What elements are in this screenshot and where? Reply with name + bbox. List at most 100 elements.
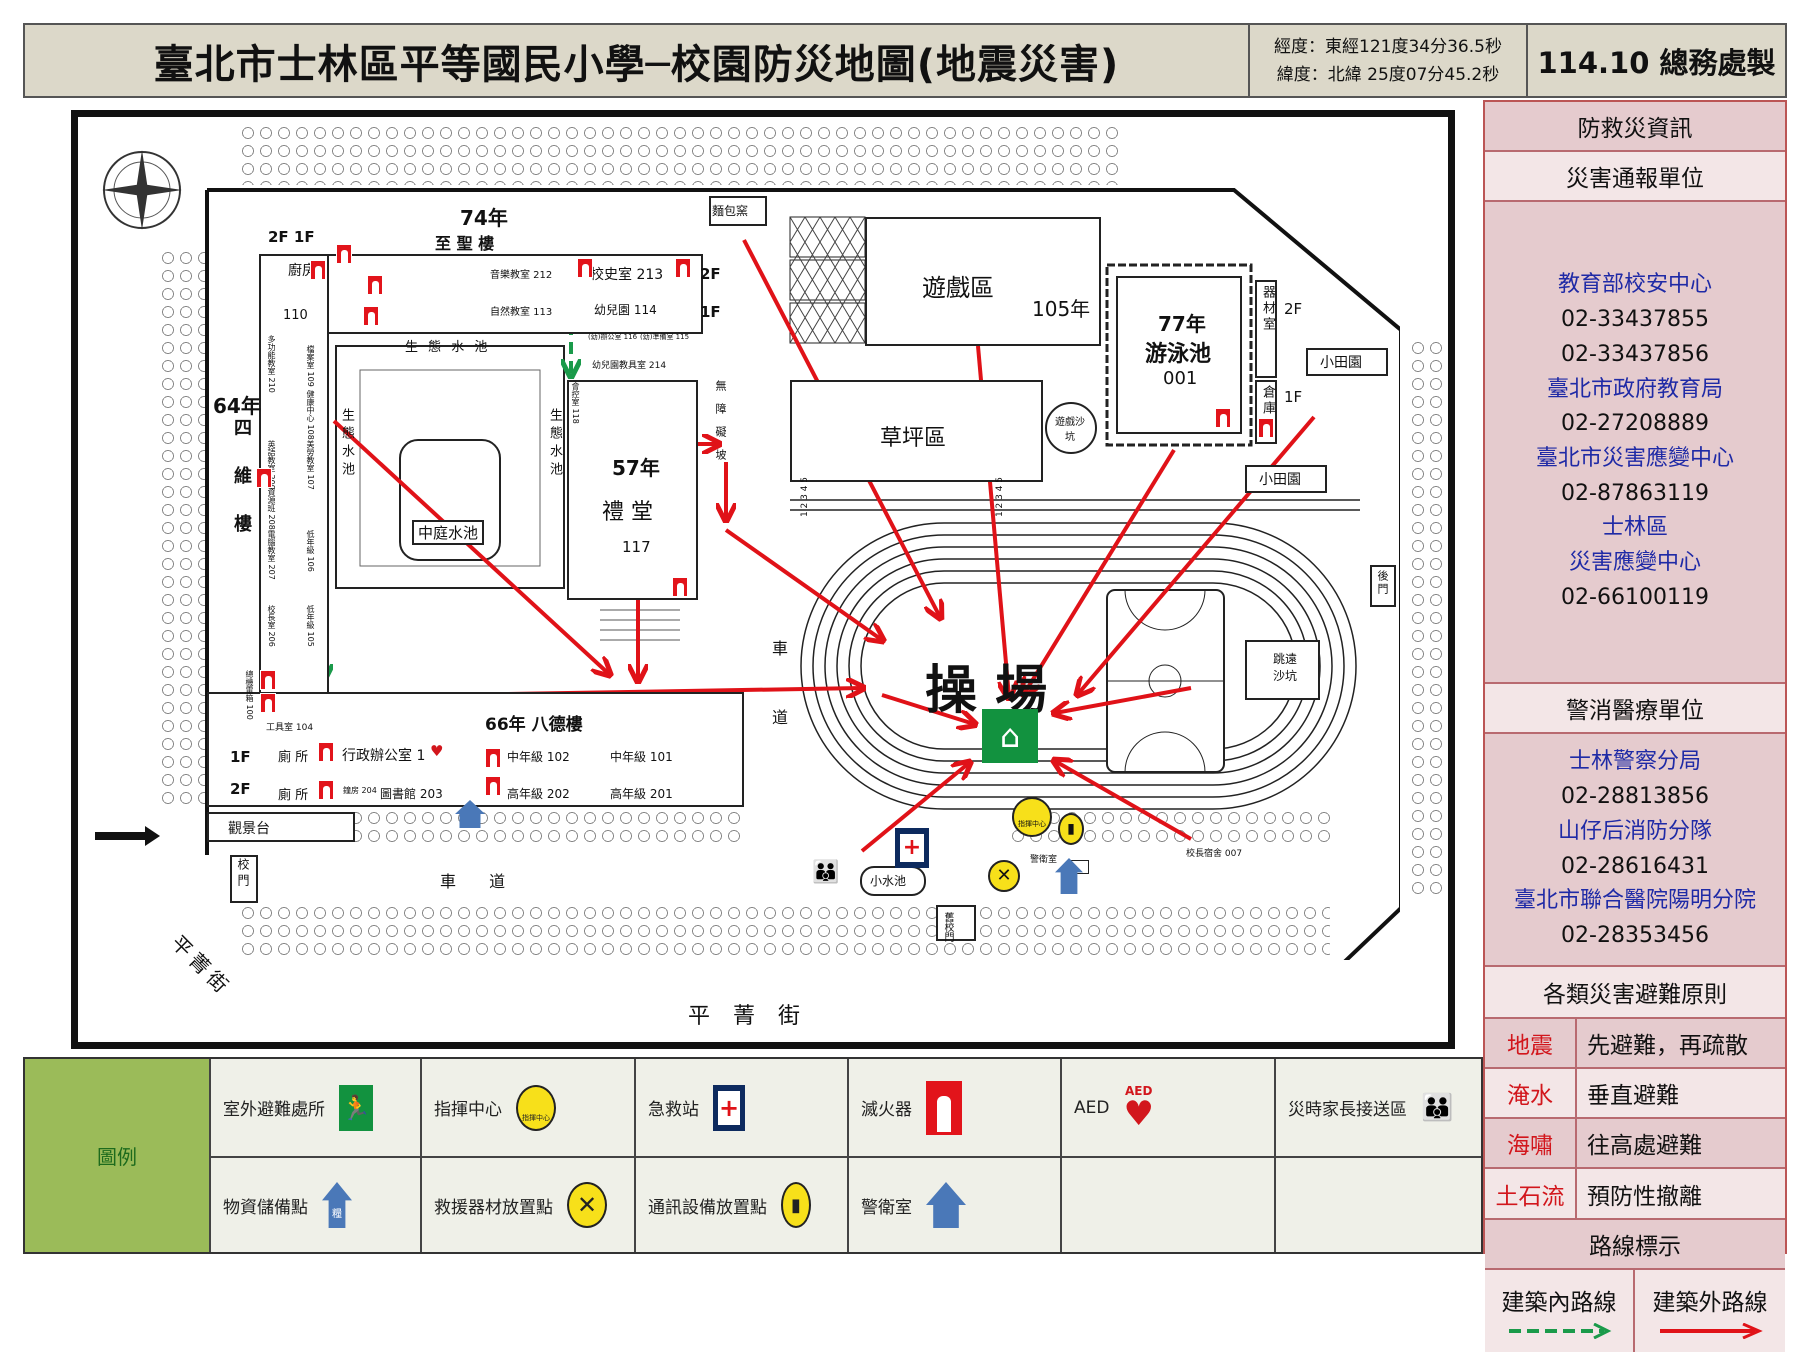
long-jump-pit [1245,640,1320,700]
siwei-year: 64年 [213,394,261,418]
evacuation-site-icon: ⌂ [982,709,1038,763]
eco-pond-top: 生 態 水 池 [405,340,491,355]
outside-routes [328,239,1316,853]
small-pond-label: 小水池 [870,874,907,888]
room-library: 圖書館 203 [380,787,443,801]
lawn-label: 草坪區 [880,426,947,451]
route-legend: 建築內路線 建築外路線 [1485,1270,1785,1352]
driveway-label: 車 道 [769,640,788,750]
small-pond [860,866,926,896]
phone: 02-33437855 [1561,307,1709,333]
floor-label: 2F 1F [268,228,315,246]
tree-line [330,810,740,842]
room-106: 低年級 106 [306,530,315,572]
room-108: 健康中心 108 [306,390,315,440]
garden-1 [1306,348,1388,376]
compass-icon [102,150,182,230]
emergency-title: 警消醫療單位 [1485,684,1785,734]
room-209: 英語教室 209 [267,440,276,490]
report-contacts: 教育部校安中心 02-33437855 02-33437856 臺北市政府教育局… [1485,202,1785,684]
legend-label: 室外避難處所 [223,1100,325,1120]
toilet-1f: 廁 所 [278,750,309,765]
room-music: 音樂教室 212 [490,270,553,281]
guard-room-icon [926,1182,966,1228]
phone: 02-28353456 [1561,922,1709,948]
disaster-type: 土石流 [1485,1169,1577,1218]
org-name: 災害應變中心 [1568,550,1701,576]
green-dashed-arrow-icon [1509,1323,1612,1339]
pool-year: 77年 [1158,312,1206,336]
equip-2f: 2F [1284,300,1303,318]
garden-label-2: 小田園 [1259,472,1301,488]
first-aid-icon: + [713,1084,745,1131]
room-116: (幼)辦公室 116 [588,333,638,341]
room-201: 高年級 201 [610,787,673,801]
long-jump-label: 跳遠沙坑 [1272,652,1297,683]
pool-label: 游泳池 [1145,342,1212,367]
radio-icon: ▮ [1058,813,1084,845]
made-by: 114.10 總務處製 [1526,23,1787,98]
legend-label: 指揮中心 [434,1100,502,1120]
lane-numbers: 1 2 3 4 5 [995,476,1006,518]
tree-line [240,125,1120,185]
garden-2 [1245,465,1327,493]
outside-route-legend: 建築外路線 [1635,1270,1785,1352]
rule-row: 地震 先避難，再疏散 [1485,1019,1785,1069]
net-area [789,216,866,344]
equipment-label: 器材室 [1260,285,1275,333]
garden-label-1: 小田園 [1320,355,1362,371]
tree-line [1410,340,1448,900]
eco-pond-left: 生態水池 [339,408,354,480]
room-105: 低年級 105 [306,605,315,647]
hall-year: 57年 [612,456,660,480]
icon-text: 指揮中心 [522,1113,550,1122]
report-title: 災害通報單位 [1485,152,1785,202]
play-area-year: 105年 [1032,297,1091,321]
courtyard-pond: 中庭水池 [412,520,485,545]
first-aid-icon: + [895,828,929,868]
back-gate [1370,565,1396,607]
org-name: 臺北市聯合醫院陽明分院 [1513,888,1756,914]
fire-extinguisher-icon [675,258,691,278]
legend-item: 急救站+ [634,1059,847,1156]
equip-1f: 1F [1284,388,1303,406]
tree-line [160,250,205,810]
toilet-2f: 廁 所 [278,788,309,803]
legend-item: 救援器材放置點✕ [420,1158,634,1252]
fire-extinguisher-icon [485,748,501,768]
fire-extinguisher-icon [577,258,593,278]
phone: 02-27208889 [1561,411,1709,437]
bakery-oven [709,196,767,226]
longitude: 經度：東經121度34分36.5秒 [1274,36,1502,57]
floor-2f-bade: 2F [230,780,251,798]
room-107: 美勞教室 107 [306,440,315,490]
zhisheng-label: 至 聖 樓 [435,234,495,253]
viewing-deck-label: 觀景台 [228,821,270,837]
building-hall [567,380,698,600]
title-text: 臺北市士林區平等國民小學─校園防災地圖(地震災害) [153,41,1120,88]
street-label: 平 菁 街 [688,1004,808,1029]
building-bade [207,692,744,807]
legend-item: 指揮中心指揮中心 [420,1059,634,1156]
parent-pickup-icon: 👪 [1421,1092,1454,1123]
legend-label: 警衛室 [861,1197,912,1218]
disaster-action: 垂直避難 [1587,1083,1679,1109]
disaster-type: 海嘯 [1485,1119,1577,1167]
aed-icon: AED♥ [1123,1083,1154,1134]
room-204: 鐘房 204 [343,786,377,795]
phone: 02-28616431 [1561,853,1709,879]
room-science: 自然教室 113 [490,307,553,318]
gate-label: 校門 [236,858,250,890]
phone: 02-87863119 [1561,480,1709,506]
guard-room-label: 警衛室 [1030,855,1058,865]
room-104: 工具室 104 [266,723,314,733]
play-area-label: 遊戲區 [922,274,994,302]
disaster-action: 先避難，再疏散 [1587,1033,1748,1059]
legend-label: 救援器材放置點 [434,1197,553,1218]
eco-pond-right: 生態水池 [547,408,562,480]
legend-item: 物資儲備點糧 [209,1158,420,1252]
icon-text: 糧 [332,1208,342,1220]
barrier-free-ramp: 無障礙坡 [714,380,727,472]
